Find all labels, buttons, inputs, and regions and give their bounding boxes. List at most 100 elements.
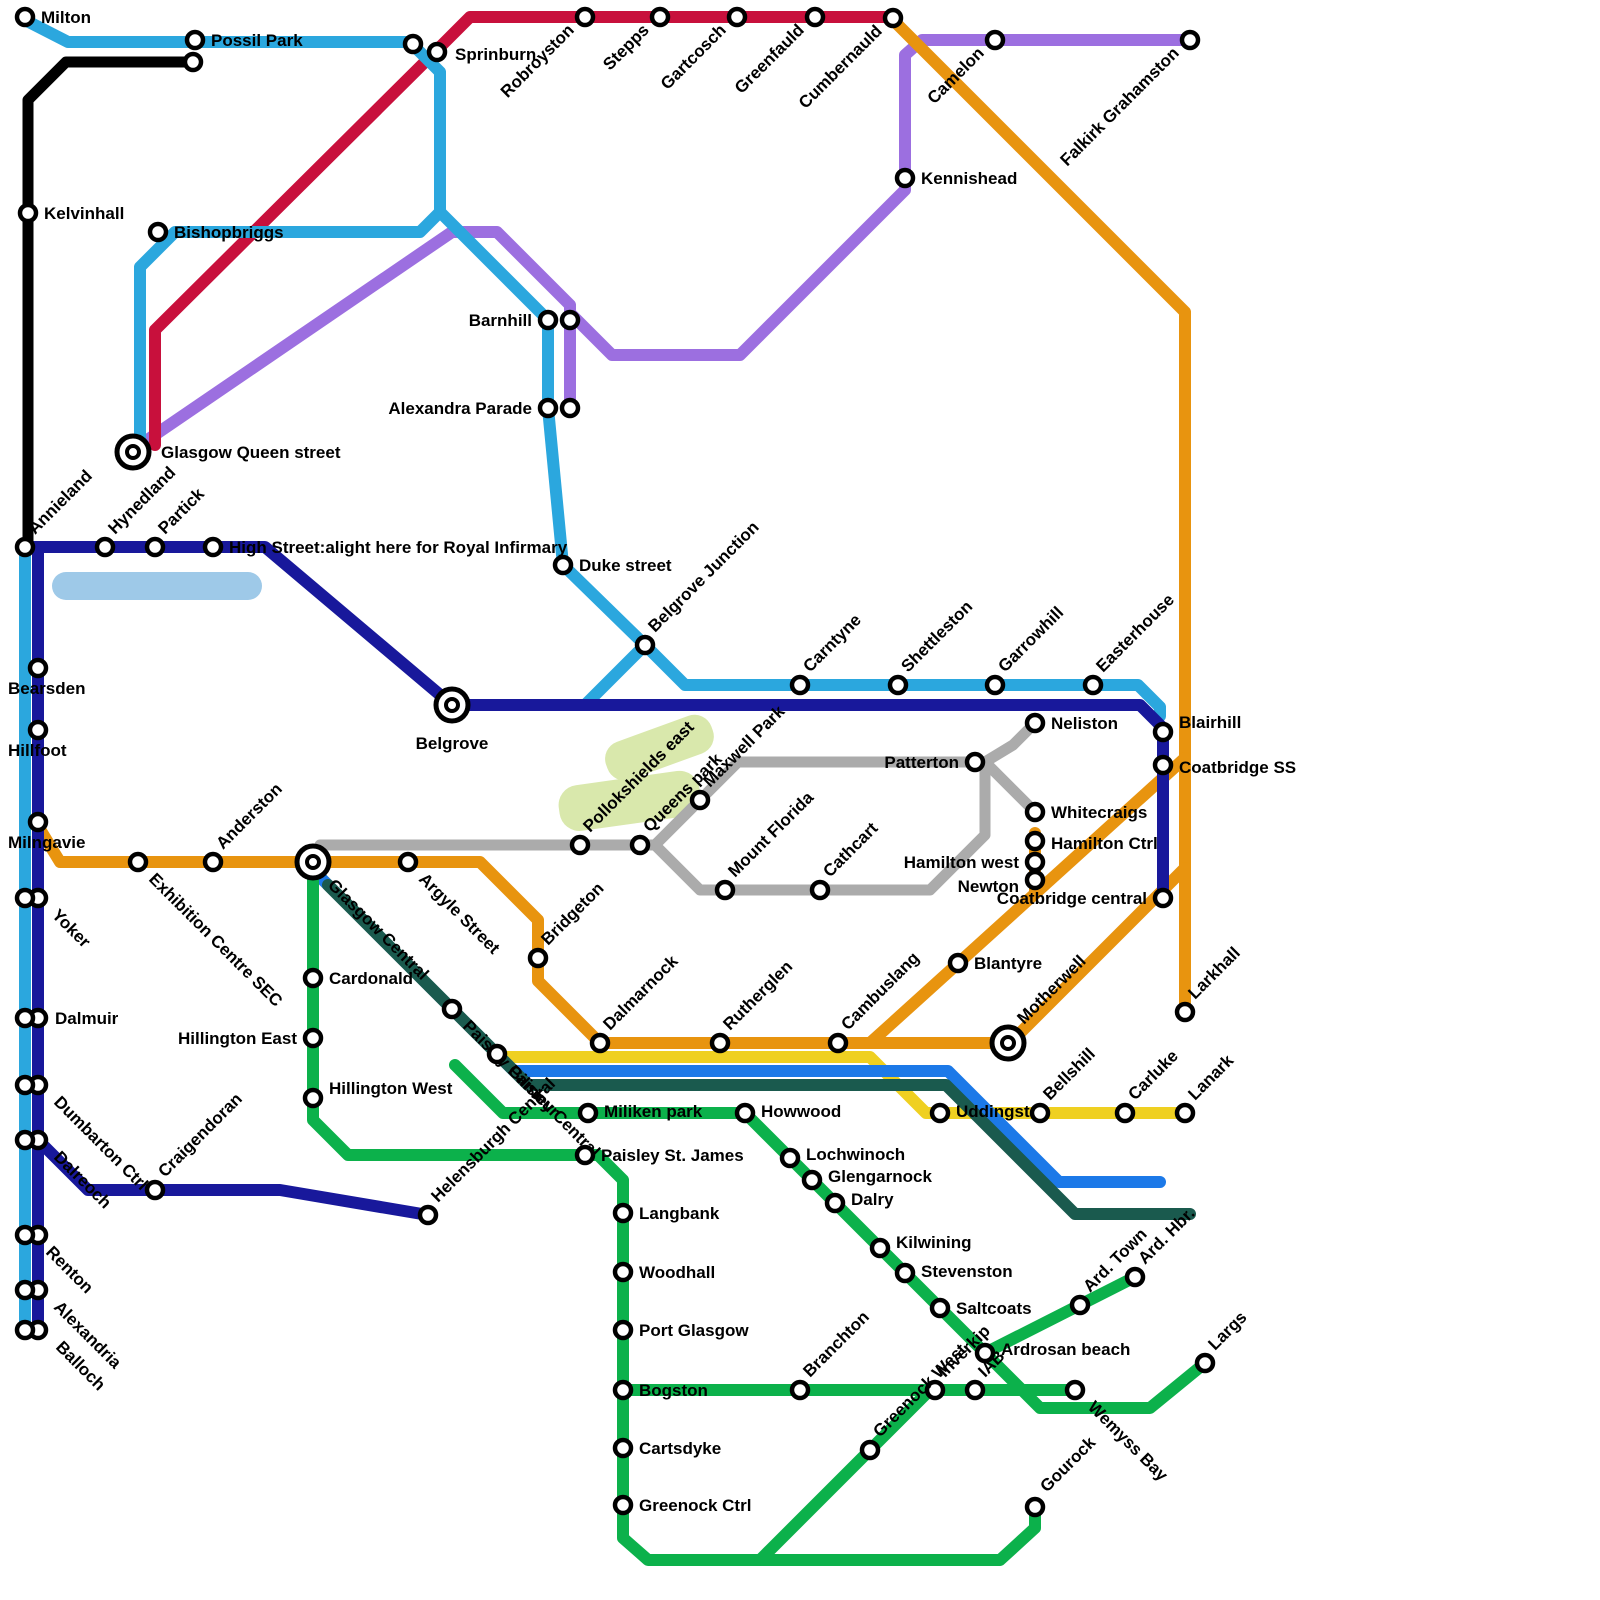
station-marker-milton[interactable] — [14, 6, 36, 28]
station-marker-robroyston[interactable] — [574, 6, 596, 28]
station-marker-dumbarton-ctrl[interactable] — [14, 1074, 36, 1096]
station-label-lochwinoch: Lochwinoch — [806, 1145, 905, 1164]
station-marker-craigendoran[interactable] — [144, 1179, 166, 1201]
station-marker-cardonald[interactable] — [302, 967, 324, 989]
station-marker-kennishead[interactable] — [894, 167, 916, 189]
station-marker-queens-park[interactable] — [629, 834, 651, 856]
station-marker-falkirk-grahamston[interactable] — [1179, 29, 1201, 51]
station-marker-carluke[interactable] — [1114, 1102, 1136, 1124]
station-marker-ardrosan-beach[interactable] — [974, 1342, 996, 1364]
station-marker-cambuslang[interactable] — [827, 1032, 849, 1054]
station-marker-stevenston[interactable] — [894, 1262, 916, 1284]
station-marker-balloch[interactable] — [14, 1319, 36, 1341]
station-marker-bellshill[interactable] — [1029, 1102, 1051, 1124]
station-marker-neliston[interactable] — [1024, 712, 1046, 734]
station-marker-stepps[interactable] — [649, 6, 671, 28]
station-marker-paisley-gilmour[interactable] — [441, 998, 463, 1020]
station-marker-kelvinhall[interactable] — [17, 202, 39, 224]
station-marker-carntyne[interactable] — [789, 674, 811, 696]
station-marker-easterhouse[interactable] — [1082, 674, 1104, 696]
station-marker-high-street-alight-here-for-royal-infirmary[interactable] — [202, 536, 224, 558]
station-marker-glengarnock[interactable] — [801, 1169, 823, 1191]
station-marker-rutherglen[interactable] — [709, 1032, 731, 1054]
station-marker-howwood[interactable] — [734, 1102, 756, 1124]
station-marker-alexandria[interactable] — [14, 1279, 36, 1301]
station-marker-argyle-street[interactable] — [397, 851, 419, 873]
station-marker-whitecraigs[interactable] — [1024, 801, 1046, 823]
station-marker-ard-hbr[interactable] — [1124, 1266, 1146, 1288]
station-marker-dalreoch[interactable] — [14, 1129, 36, 1151]
station-marker-wemyss-bay[interactable] — [1064, 1379, 1086, 1401]
station-marker-hillington-east[interactable] — [302, 1027, 324, 1049]
station-marker-newton[interactable] — [1024, 869, 1046, 891]
station-marker-camelon[interactable] — [984, 29, 1006, 51]
station-marker-dalmuir[interactable] — [14, 1007, 36, 1029]
station-marker-bearsden[interactable] — [27, 657, 49, 679]
station-marker-coatbridge-ss[interactable] — [1152, 754, 1174, 776]
station-marker-sprinburn[interactable] — [402, 33, 424, 55]
station-marker-alexandra-parade[interactable] — [537, 397, 559, 419]
station-marker-paisley-central[interactable] — [486, 1043, 508, 1065]
station-marker-bishopbriggs[interactable] — [147, 221, 169, 243]
station-marker-yoker[interactable] — [14, 887, 36, 909]
station-marker-hynedland[interactable] — [94, 536, 116, 558]
station-marker-ard-town[interactable] — [1069, 1294, 1091, 1316]
station-marker-hillfoot[interactable] — [27, 719, 49, 741]
station-marker-cartsdyke[interactable] — [612, 1437, 634, 1459]
station-marker-exhibition-centre-sec[interactable] — [127, 851, 149, 873]
station-marker-greenock-west[interactable] — [859, 1439, 881, 1461]
station-marker-pollokshields-east[interactable] — [569, 834, 591, 856]
station-marker-cathcart[interactable] — [809, 879, 831, 901]
station-marker-dalry[interactable] — [824, 1192, 846, 1214]
station-marker-possil-park[interactable] — [184, 29, 206, 51]
station-marker-miliken-park[interactable] — [577, 1102, 599, 1124]
station-marker-inverkip[interactable] — [924, 1379, 946, 1401]
station-marker-annieland[interactable] — [14, 536, 36, 558]
station-marker-renton[interactable] — [14, 1224, 36, 1246]
station-marker-iab[interactable] — [964, 1379, 986, 1401]
station-marker-alexandra-parade[interactable] — [559, 397, 581, 419]
station-marker-milngavie[interactable] — [27, 811, 49, 833]
station-marker-cumbernauld[interactable] — [882, 7, 904, 29]
station-marker-blantyre[interactable] — [947, 952, 969, 974]
station-marker-garrowhill[interactable] — [984, 674, 1006, 696]
station-marker-lochwinoch[interactable] — [779, 1147, 801, 1169]
station-marker-barnhill[interactable] — [559, 309, 581, 331]
station-marker-gartcosch[interactable] — [726, 6, 748, 28]
station-marker-coatbridge-central[interactable] — [1152, 887, 1174, 909]
station-marker-maxwell-park[interactable] — [689, 789, 711, 811]
station-marker-hamilton-west[interactable] — [1024, 851, 1046, 873]
station-marker-bogston[interactable] — [612, 1379, 634, 1401]
station-marker-hamilton-ctrl[interactable] — [1024, 830, 1046, 852]
station-marker-uddingston[interactable] — [929, 1102, 951, 1124]
station-marker-barnhill[interactable] — [537, 309, 559, 331]
station-marker-saltcoats[interactable] — [929, 1297, 951, 1319]
station-marker-paisley-st-james[interactable] — [574, 1144, 596, 1166]
station-marker-mount-florida[interactable] — [714, 879, 736, 901]
line-green — [307, 856, 1041, 1566]
station-marker-dalmarnock[interactable] — [589, 1032, 611, 1054]
station-marker-kilwining[interactable] — [869, 1237, 891, 1259]
station-marker-sprinburn[interactable] — [426, 41, 448, 63]
station-marker-greenfauld[interactable] — [804, 6, 826, 28]
station-marker-branchton[interactable] — [789, 1379, 811, 1401]
station-marker-greenock-ctrl[interactable] — [612, 1494, 634, 1516]
station-marker-belgrove-junction[interactable] — [634, 634, 656, 656]
station-marker-shettleston[interactable] — [887, 674, 909, 696]
station-marker-anderston[interactable] — [202, 851, 224, 873]
station-marker-helensburgh-central[interactable] — [417, 1204, 439, 1226]
station-marker-possil-park[interactable] — [182, 51, 204, 73]
station-marker-partick[interactable] — [144, 536, 166, 558]
station-marker-patterton[interactable] — [964, 751, 986, 773]
station-marker-hillington-west[interactable] — [302, 1087, 324, 1109]
station-marker-blairhill[interactable] — [1152, 721, 1174, 743]
station-marker-larkhall[interactable] — [1174, 1001, 1196, 1023]
station-marker-port-glasgow[interactable] — [612, 1319, 634, 1341]
station-marker-bridgeton[interactable] — [527, 947, 549, 969]
station-marker-duke-street[interactable] — [552, 554, 574, 576]
station-marker-gourock[interactable] — [1024, 1496, 1046, 1518]
station-marker-langbank[interactable] — [612, 1202, 634, 1224]
station-marker-woodhall[interactable] — [612, 1261, 634, 1283]
station-marker-lanark[interactable] — [1174, 1102, 1196, 1124]
station-marker-largs[interactable] — [1194, 1352, 1216, 1374]
